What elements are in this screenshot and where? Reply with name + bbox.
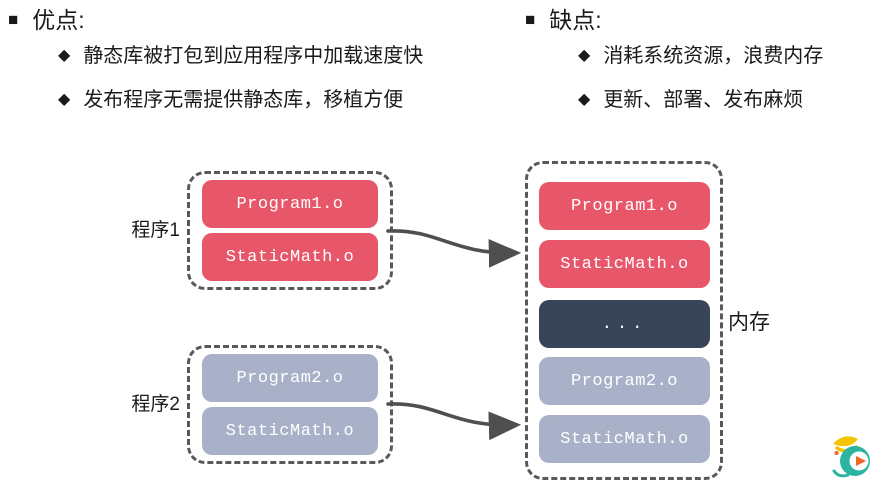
program1-staticmath-box: StaticMath.o	[202, 233, 378, 281]
program2-object-file-box: Program2.o	[202, 354, 378, 402]
advantages-title-label: 优点:	[32, 7, 85, 33]
program1-group: Program1.o StaticMath.o	[187, 171, 393, 290]
diamond-bullet-icon: ◆	[578, 91, 591, 108]
advantage-item-text: 发布程序无需提供静态库，移植方便	[83, 89, 404, 111]
advantages-title: ■ 优点:	[8, 5, 85, 35]
memory-label: 内存	[728, 311, 770, 334]
diamond-bullet-icon: ◆	[58, 91, 71, 108]
disadvantage-item: ◆ 更新、部署、发布麻烦	[578, 86, 803, 114]
brand-logo-icon	[832, 436, 870, 478]
diamond-bullet-icon: ◆	[578, 47, 591, 64]
disadvantages-title: ■ 缺点:	[525, 5, 602, 35]
diamond-bullet-icon: ◆	[58, 47, 71, 64]
advantage-item: ◆ 静态库被打包到应用程序中加载速度快	[58, 42, 423, 70]
program2-group: Program2.o StaticMath.o	[187, 345, 393, 464]
memory-group: Program1.o StaticMath.o ... Program2.o S…	[525, 161, 723, 480]
memory-staticmath1-box: StaticMath.o	[539, 240, 710, 288]
disadvantage-item: ◆ 消耗系统资源，浪费内存	[578, 42, 823, 70]
square-bullet-icon: ■	[525, 10, 536, 29]
disadvantage-item-text: 更新、部署、发布麻烦	[603, 89, 804, 111]
memory-ellipsis-box: ...	[539, 300, 710, 348]
arrow-program2-to-memory	[386, 402, 522, 441]
arrow-program1-to-memory	[386, 229, 522, 268]
advantage-item: ◆ 发布程序无需提供静态库，移植方便	[58, 86, 403, 114]
advantage-item-text: 静态库被打包到应用程序中加载速度快	[83, 45, 424, 67]
disadvantages-title-label: 缺点:	[549, 7, 602, 33]
program1-label: 程序1	[131, 220, 180, 241]
program2-label: 程序2	[131, 394, 180, 415]
program1-object-file-box: Program1.o	[202, 180, 378, 228]
memory-program1-box: Program1.o	[539, 182, 710, 230]
memory-staticmath2-box: StaticMath.o	[539, 415, 710, 463]
memory-program2-box: Program2.o	[539, 357, 710, 405]
square-bullet-icon: ■	[8, 10, 19, 29]
disadvantage-item-text: 消耗系统资源，浪费内存	[603, 45, 824, 67]
program2-staticmath-box: StaticMath.o	[202, 407, 378, 455]
